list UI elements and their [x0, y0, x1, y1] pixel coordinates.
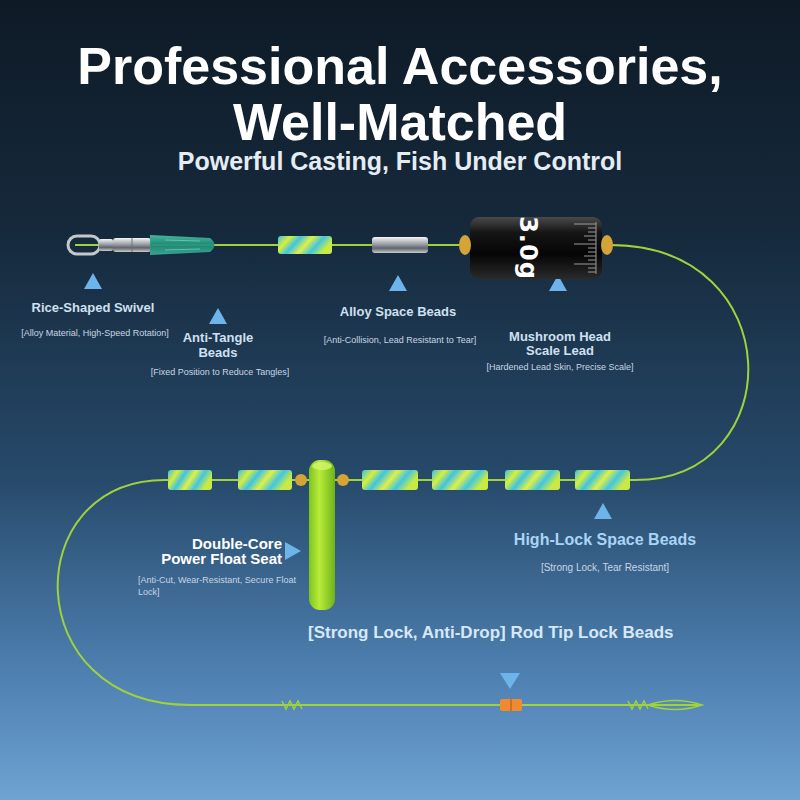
bead-highlight	[165, 240, 200, 250]
rod-tip-lock-bead	[500, 699, 522, 711]
part-note: [Alloy Material, High-Speed Rotation]	[0, 327, 190, 339]
swivel-illustration	[68, 236, 151, 254]
bead-divider	[510, 699, 512, 711]
fishing-line	[58, 245, 749, 705]
part-note: [Hardened Lead Skin, Precise Scale]	[465, 361, 655, 373]
page-subtitle: Powerful Casting, Fish Under Control	[40, 146, 760, 176]
line-knots	[282, 701, 702, 710]
stopper-bead	[337, 474, 349, 486]
stopper-bead	[295, 474, 307, 486]
part-name: Anti-Tangle Beads	[173, 330, 263, 360]
part-name: Double-Core Power Float Seat	[154, 536, 282, 566]
lead-cap	[459, 235, 471, 255]
part-note: [Anti-Collision, Lead Resistant to Tear]	[290, 334, 510, 346]
lead-scale-ticks	[574, 222, 596, 274]
part-note: [Anti-Cut, Wear-Resistant, Secure Float …	[138, 574, 310, 598]
part-name: Alloy Space Beads	[318, 304, 478, 320]
float-seat	[309, 460, 335, 610]
high-lock-beads	[168, 470, 630, 490]
part-note: [Fixed Position to Reduce Tangles]	[120, 366, 320, 378]
float-seat-cap	[312, 462, 332, 470]
alloy-space-bead	[372, 237, 428, 253]
page-title: Professional Accessories, Well-Matched	[40, 38, 760, 150]
part-name: Mushroom Head Scale Lead	[505, 330, 615, 358]
part-note: [Strong Lock, Tear Resistant]	[505, 561, 705, 574]
part-name: High-Lock Space Beads	[495, 530, 715, 550]
weight-marking: 3.0g	[514, 216, 542, 280]
part-name: Rice-Shaped Swivel	[8, 300, 178, 316]
anti-tangle-bead	[150, 235, 215, 255]
lead-cap	[601, 235, 613, 255]
part-name: [Strong Lock, Anti-Drop] Rod Tip Lock Be…	[308, 622, 728, 644]
space-bead	[278, 236, 332, 254]
lead-sinker: 3.0g	[470, 217, 602, 279]
